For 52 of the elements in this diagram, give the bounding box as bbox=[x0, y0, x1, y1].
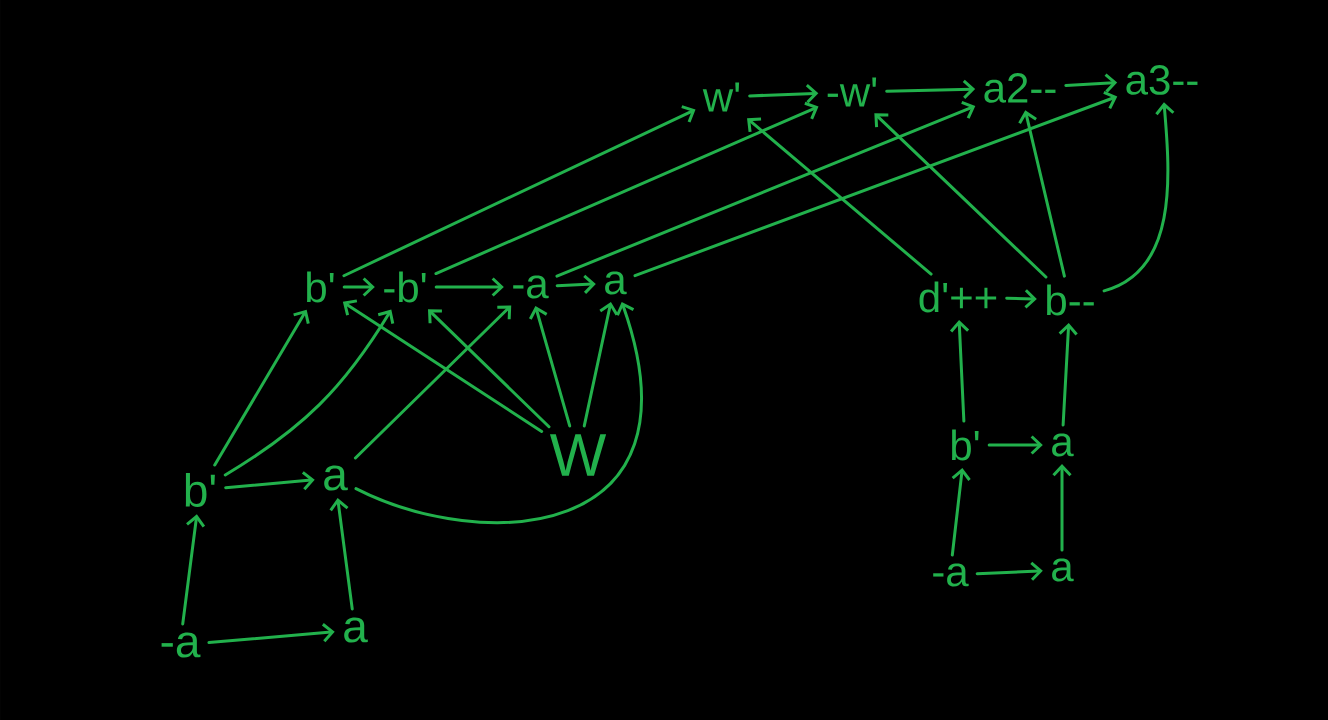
arrow bbox=[1064, 73, 1118, 93]
arrow bbox=[950, 467, 971, 557]
arrow bbox=[354, 301, 643, 525]
variable-label: a bbox=[344, 617, 368, 643]
arrow bbox=[874, 113, 1048, 279]
arrow bbox=[555, 274, 596, 294]
arrow bbox=[555, 101, 976, 278]
variable-label: -b' bbox=[384, 271, 426, 303]
arrow bbox=[529, 305, 572, 428]
arrow bbox=[434, 101, 819, 276]
variable-label: b-- bbox=[1047, 284, 1094, 316]
arrow bbox=[885, 79, 976, 99]
arrow bbox=[975, 561, 1043, 581]
variable-label: w' bbox=[702, 82, 740, 112]
arrow bbox=[207, 623, 335, 644]
variable-label: W bbox=[549, 434, 607, 476]
variable-label: -a bbox=[933, 563, 969, 587]
arrow bbox=[342, 105, 696, 278]
arrow bbox=[181, 514, 206, 626]
arrow bbox=[582, 301, 619, 428]
arrow bbox=[353, 305, 512, 460]
arrow bbox=[1052, 464, 1072, 552]
arrow bbox=[342, 277, 375, 297]
arrow bbox=[1018, 110, 1066, 278]
variable-label: a2-- bbox=[984, 73, 1056, 103]
variable-label: a bbox=[324, 465, 348, 491]
variable-label: b' bbox=[307, 271, 334, 303]
arrow bbox=[223, 309, 395, 477]
arrow bbox=[1102, 102, 1175, 293]
arrow bbox=[213, 309, 310, 467]
variable-label: a3-- bbox=[1126, 65, 1198, 95]
arrow bbox=[434, 277, 504, 297]
arrow bbox=[747, 117, 933, 276]
arrow bbox=[224, 471, 315, 491]
variable-label: -a bbox=[161, 632, 201, 658]
variable-label: a bbox=[1052, 433, 1074, 457]
variable-label: -w' bbox=[827, 77, 877, 107]
arrow bbox=[1005, 289, 1037, 309]
variable-label: b' bbox=[952, 429, 979, 461]
arrow bbox=[329, 498, 354, 611]
arrow bbox=[633, 91, 1118, 278]
variable-label: b' bbox=[185, 473, 215, 507]
arrow bbox=[428, 309, 551, 429]
arrow bbox=[748, 84, 819, 104]
arrow bbox=[342, 299, 544, 433]
variable-label: d'++ bbox=[919, 281, 997, 313]
arrow bbox=[1058, 322, 1078, 427]
arrow bbox=[950, 319, 970, 423]
variable-label: a bbox=[1052, 558, 1074, 582]
variable-label: -a bbox=[513, 275, 549, 299]
variable-label: a bbox=[605, 271, 627, 295]
arrow bbox=[987, 435, 1043, 455]
